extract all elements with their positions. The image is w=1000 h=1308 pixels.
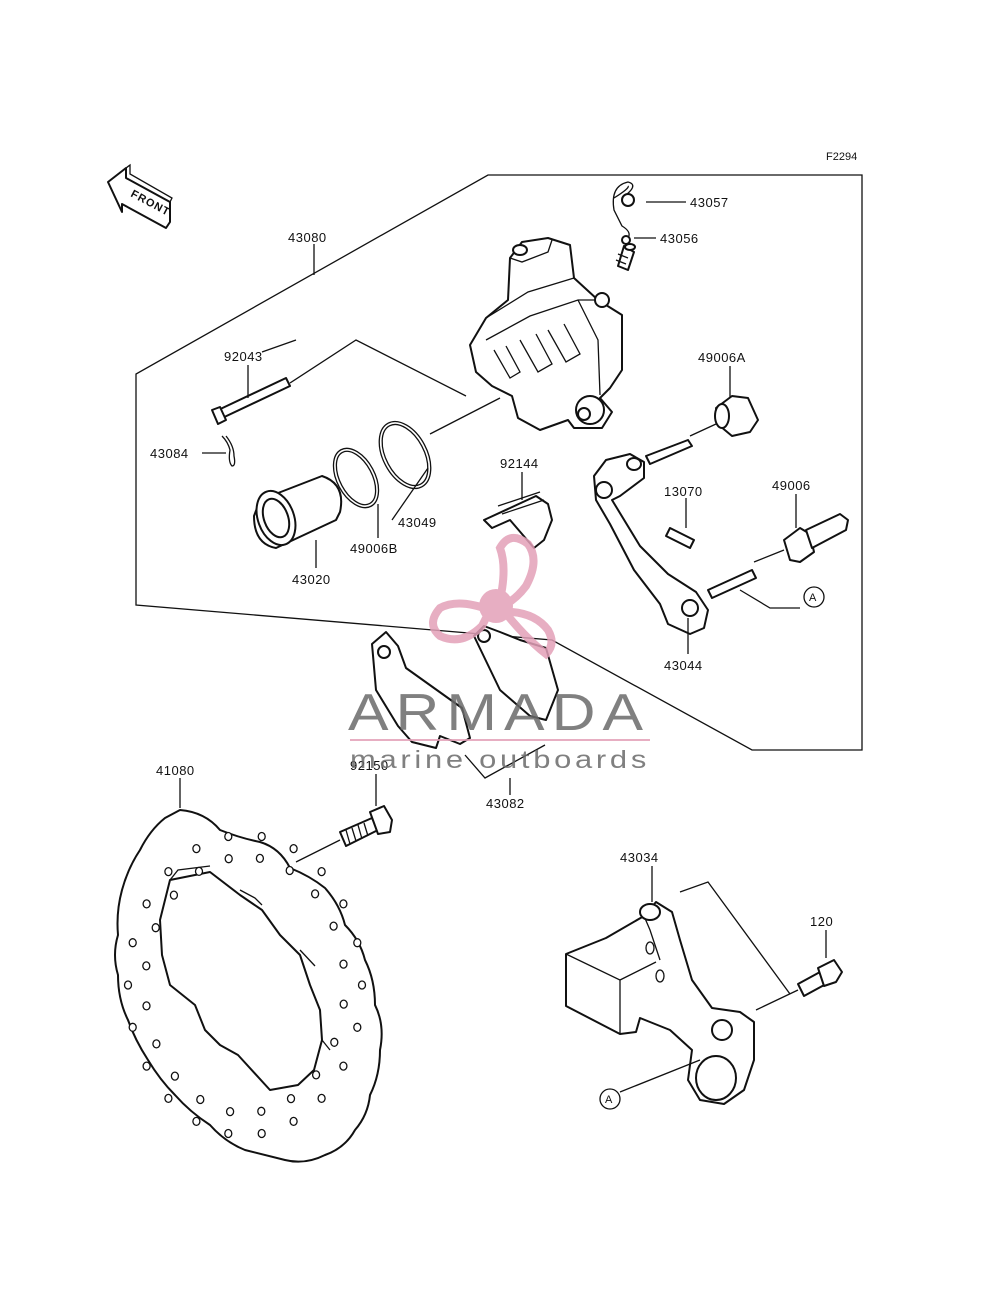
watermark-tagline: marine outboards <box>350 746 650 774</box>
disc-vent-hole <box>257 1106 266 1116</box>
part-label-120: 120 <box>810 914 833 929</box>
disc-vent-hole <box>128 1022 137 1032</box>
part-label-49006: 49006 <box>772 478 811 493</box>
disc-vent-hole <box>289 843 298 854</box>
brake-disc <box>114 809 383 1163</box>
part-label-43080: 43080 <box>288 230 327 245</box>
disc-vent-hole <box>128 938 137 948</box>
pad-spring <box>483 491 553 549</box>
part-label-92144: 92144 <box>500 456 539 471</box>
piston-seal <box>378 420 432 490</box>
disc-vent-hole <box>164 866 173 877</box>
disc-vent-hole <box>224 1128 233 1139</box>
disc-vent-hole <box>194 866 204 877</box>
svg-text:A: A <box>605 1094 613 1106</box>
caliper-body <box>469 237 623 431</box>
disc-vent-hole <box>224 854 233 864</box>
front-arrow-icon: FRONT <box>107 163 173 229</box>
disc-vent-hole <box>169 890 179 900</box>
disc-vent-hole <box>353 938 362 948</box>
caliper-assembly-outline <box>135 174 863 751</box>
caliper-mount-bracket <box>565 901 755 1105</box>
brake-pad-inner <box>371 631 471 749</box>
propeller-logo-icon <box>429 534 556 660</box>
part-label-49006B: 49006B <box>350 541 398 556</box>
svg-text:A: A <box>809 592 817 604</box>
disc-vent-hole <box>353 1022 362 1032</box>
caliper-bracket <box>593 439 757 635</box>
disc-vent-hole <box>192 1116 201 1127</box>
part-label-43084: 43084 <box>150 446 189 461</box>
disc-vent-hole <box>225 1106 235 1117</box>
disc-vent-hole <box>142 1001 151 1011</box>
pin-clip <box>221 435 236 467</box>
disc-vent-hole <box>257 1128 266 1139</box>
disc-vent-hole <box>310 889 320 899</box>
disc-vent-hole <box>339 999 348 1009</box>
diagram-code: F2294 <box>826 151 857 163</box>
part-label-43044: 43044 <box>664 658 703 673</box>
disc-vent-hole <box>142 1061 151 1071</box>
disc-vent-hole <box>357 980 367 990</box>
disc-vent-hole <box>311 1070 321 1080</box>
disc-vent-hole <box>339 899 348 909</box>
disc-vent-hole <box>123 980 133 990</box>
disc-vent-hole <box>257 831 266 842</box>
disc-vent-hole <box>224 831 233 842</box>
disc-vent-hole <box>339 959 348 969</box>
reference-marker-a: A <box>803 586 825 608</box>
disc-vent-hole <box>192 843 201 854</box>
disc-vent-hole <box>196 1094 205 1105</box>
disc-vent-hole <box>339 1061 348 1071</box>
disc-vent-hole <box>170 1071 180 1081</box>
part-label-41080: 41080 <box>156 763 195 778</box>
disc-vent-hole <box>329 921 338 931</box>
bleeder-valve <box>615 243 636 271</box>
armada-watermark: ARMADA marine outboards <box>348 534 650 774</box>
disc-vent-hole <box>285 865 294 876</box>
reference-marker-a-bracket: A <box>599 1088 621 1110</box>
part-label-92150: 92150 <box>350 758 389 773</box>
disc-vent-hole <box>286 1093 296 1104</box>
brake-hose <box>612 181 635 245</box>
leader-lines <box>179 201 827 1093</box>
mount-bolt <box>797 959 843 997</box>
part-label-43049: 43049 <box>398 515 437 530</box>
disc-vent-hole <box>255 853 265 864</box>
part-label-43034: 43034 <box>620 850 659 865</box>
disc-bolt <box>339 805 393 847</box>
part-label-43020: 43020 <box>292 572 331 587</box>
disc-vent-hole <box>317 1093 326 1104</box>
disc-vent-hole <box>142 961 151 971</box>
disc-vent-hole <box>317 866 326 877</box>
dust-seal <box>332 447 380 509</box>
watermark-brand: ARMADA <box>348 684 650 742</box>
part-label-49006A: 49006A <box>698 350 746 365</box>
disc-vent-hole <box>164 1093 173 1104</box>
part-label-13070: 13070 <box>664 484 703 499</box>
disc-vent-hole <box>152 1039 161 1049</box>
disc-vent-hole <box>289 1116 298 1127</box>
pin-boot-lower <box>783 513 849 563</box>
disc-vent-hole <box>151 923 160 933</box>
part-label-43082: 43082 <box>486 796 525 811</box>
part-label-43057: 43057 <box>690 195 729 210</box>
pad-pin <box>211 377 291 425</box>
caliper-piston <box>253 475 343 549</box>
pin-boot-upper <box>714 395 759 437</box>
part-label-92043: 92043 <box>224 349 263 364</box>
disc-vent-hole <box>330 1037 339 1047</box>
disc-vent-hole <box>142 899 151 909</box>
part-label-43056: 43056 <box>660 231 699 246</box>
